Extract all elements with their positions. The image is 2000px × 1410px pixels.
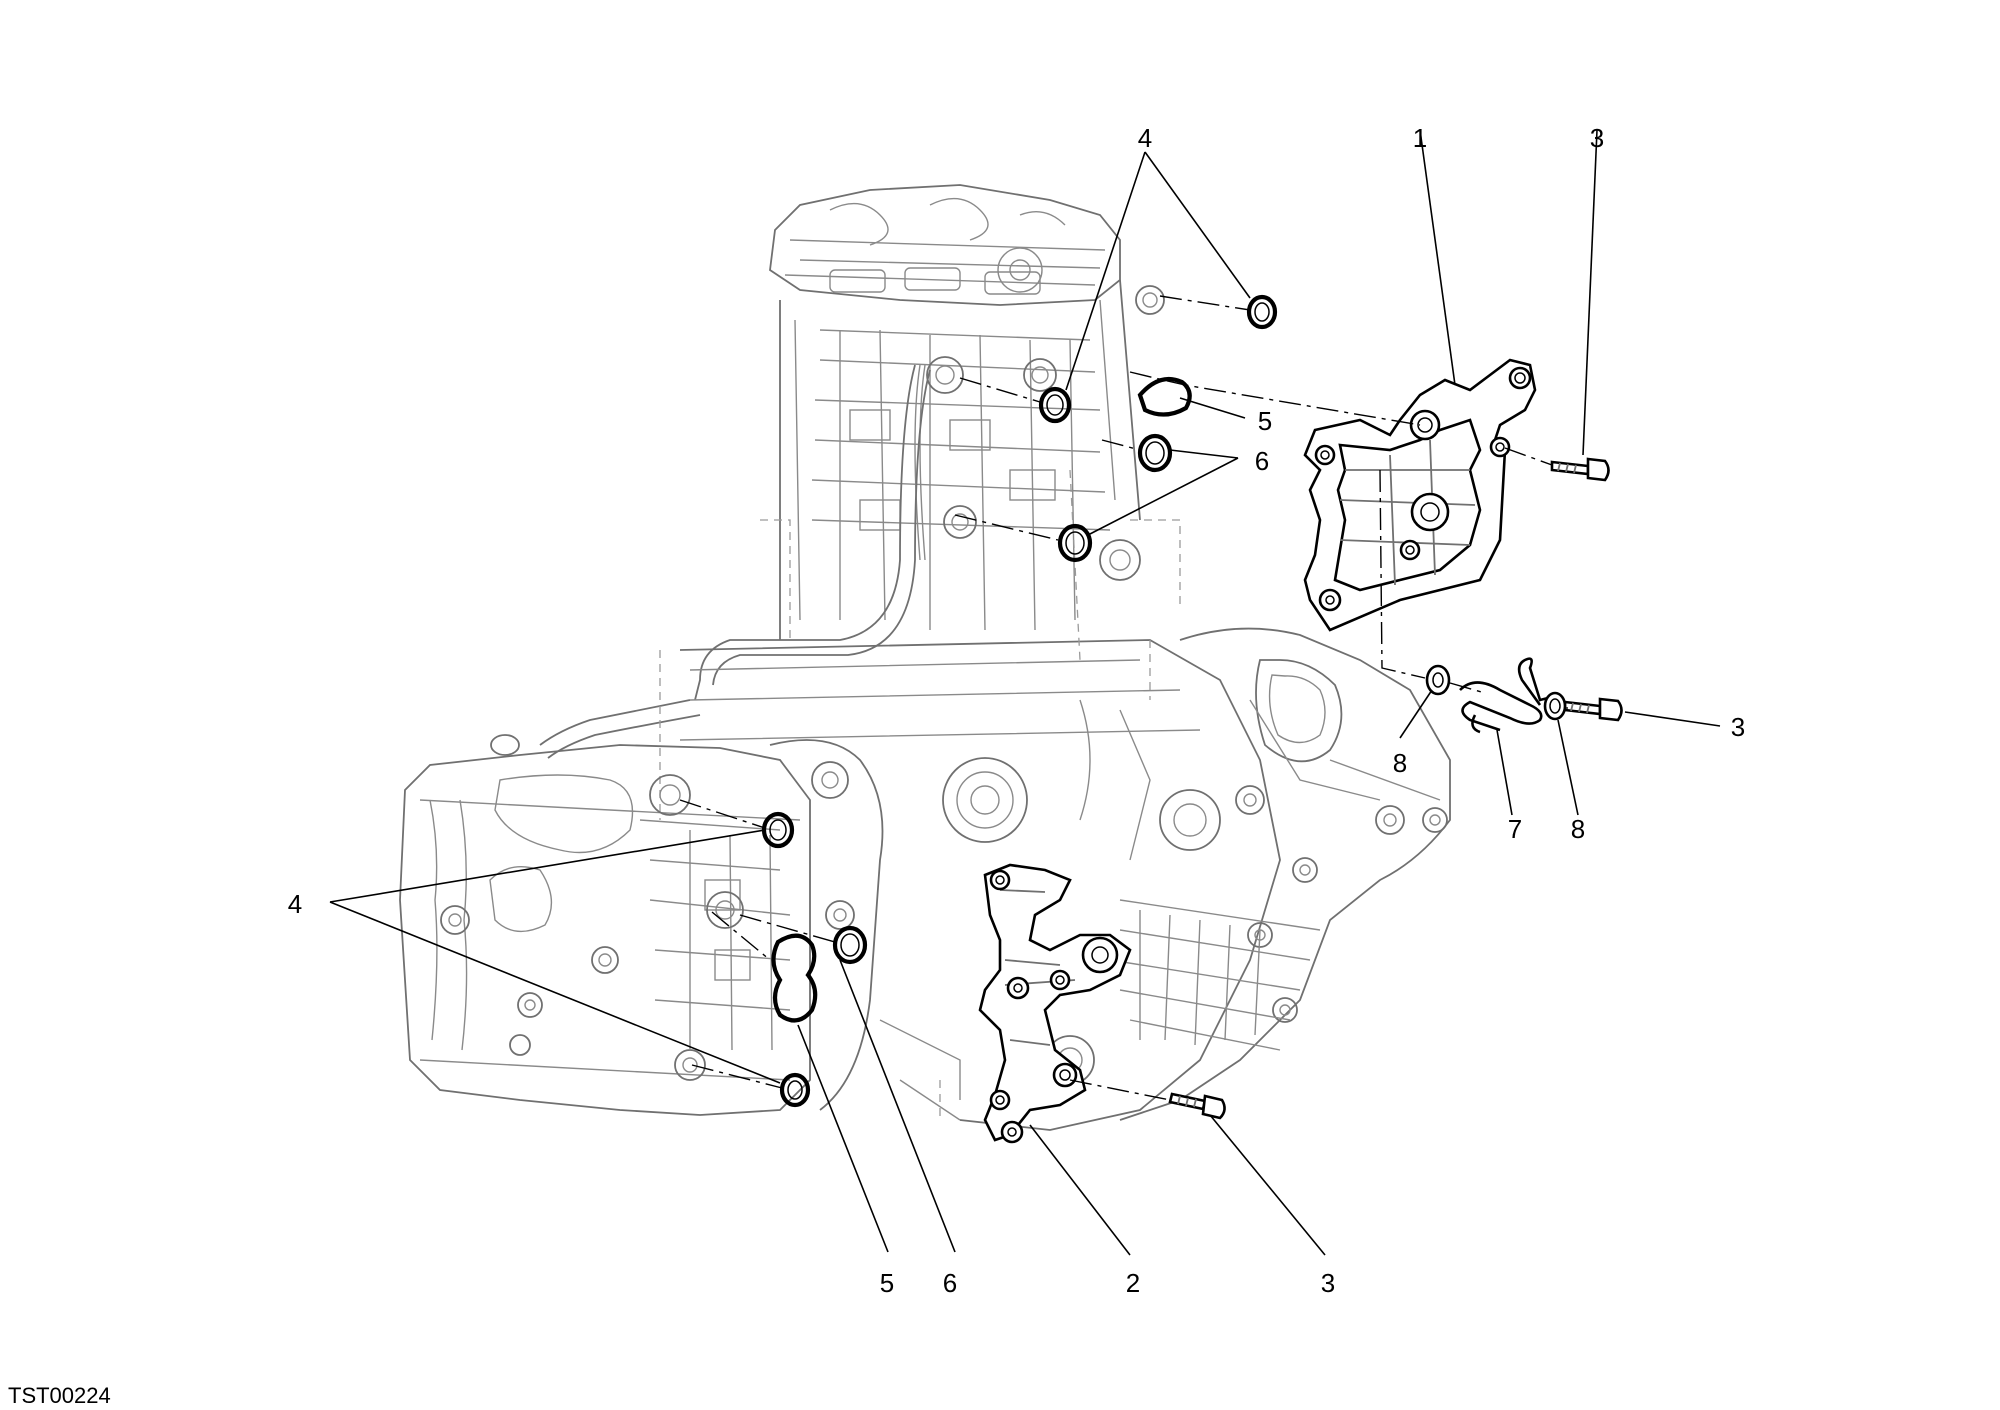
callout-2: 2 [1126,1268,1140,1298]
part-4-o-ring-upper [1038,386,1072,424]
part-6-o-ring-b [1057,523,1093,563]
part-7-clip [1459,657,1549,734]
callout-3-bottom: 3 [1321,1268,1335,1298]
part-2-lower-gasket [978,863,1132,1144]
engine-block-drawing [399,184,1451,1131]
callout-6-bottom: 6 [943,1268,957,1298]
part-5-seal-upper [1137,376,1192,417]
part-6-o-ring-a [1137,433,1173,473]
callout-4-left: 4 [288,889,302,919]
part-5-seal-lower [771,933,818,1023]
part-3-screw-upper [1550,457,1610,482]
callout-7: 7 [1508,814,1522,844]
part-1-upper-gasket [1303,358,1537,632]
part-8-washer-b [1543,691,1567,721]
part-4-o-ring-bottom [779,1072,811,1108]
callout-5-top: 5 [1258,406,1272,436]
callout-6-top: 6 [1255,446,1269,476]
part-3-screw-middle [1563,697,1623,722]
callout-1: 1 [1413,123,1427,153]
callout-3-top: 3 [1590,123,1604,153]
figure-code: TST00224 [8,1383,111,1408]
part-3-screw-lower [1168,1092,1226,1120]
callout-4-top: 4 [1138,123,1152,153]
part-8-washer-a [1425,664,1451,696]
callout-8-left: 8 [1393,748,1407,778]
callout-5-bottom: 5 [880,1268,894,1298]
part-4-o-ring-top [1246,294,1278,330]
callout-labels: 1 3 4 5 6 8 3 7 8 4 5 6 2 3 [288,123,1745,1298]
leader-lines [329,129,1721,1256]
part-6-o-ring-c [832,925,868,965]
assembly-lines [679,295,1568,1101]
callout-8-right: 8 [1571,814,1585,844]
callout-3-middle: 3 [1731,712,1745,742]
